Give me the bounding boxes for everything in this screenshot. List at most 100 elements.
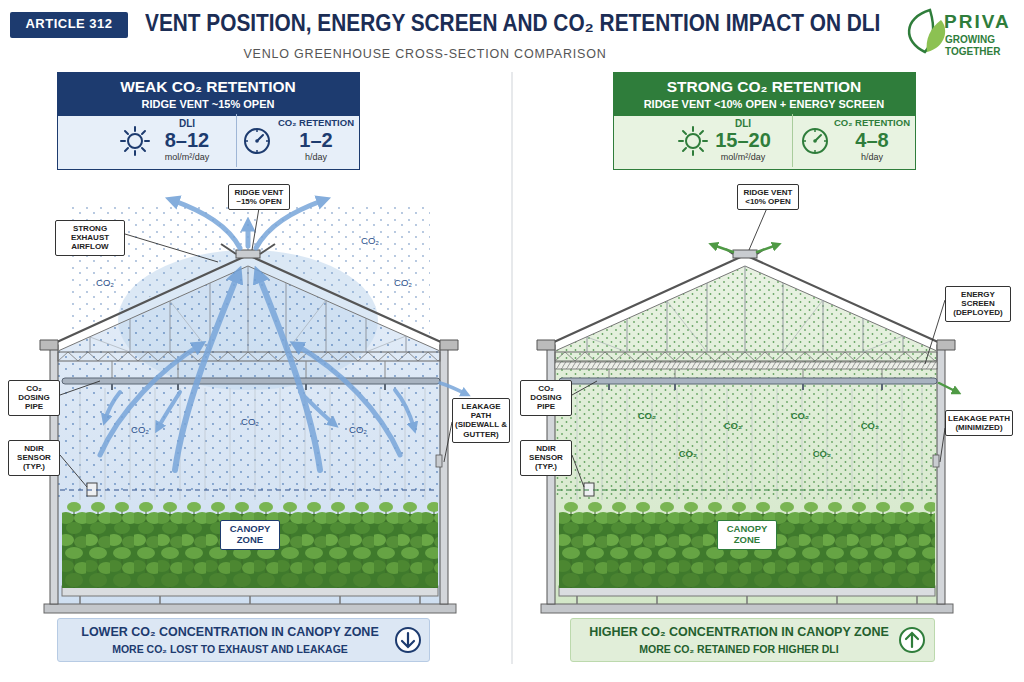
stat-cell: DLI8–12mol/m²/day: [58, 114, 236, 167]
co2-label: CO₂: [717, 421, 749, 432]
callout-box: LEAKAGE PATH (MINIMIZED): [945, 410, 1013, 436]
path-shape: [402, 633, 414, 647]
co2-label: CO₂: [854, 421, 886, 432]
node-text: ENERGY SCREEN (DEPLOYED): [948, 290, 1008, 318]
co2-label: CO₂: [124, 425, 156, 436]
node-text: RIDGE VENT ~15% OPEN: [231, 188, 287, 206]
node-text: CO₂ DOSING PIPE: [11, 384, 57, 412]
node-text: ARTICLE 312: [10, 17, 128, 32]
node-text: mol/m²/day: [712, 152, 774, 162]
path-shape: [258, 274, 320, 470]
path-shape: [296, 345, 400, 455]
small-airflow-arrows: [713, 245, 957, 392]
path-shape: [757, 245, 777, 252]
panel-divider: [512, 72, 513, 664]
node-text: RIDGE VENT <10% OPEN: [740, 188, 796, 206]
co2-label: CO₂: [784, 411, 816, 422]
scenario-header: STRONG CO₂ RETENTION RIDGE VENT <10% OPEN…: [613, 72, 916, 170]
use-shape: [679, 127, 707, 155]
leader-lines: [60, 208, 945, 487]
node-text: LEAKAGE PATH (MINIMIZED): [948, 414, 1010, 432]
path-shape: [175, 274, 238, 470]
path-shape: [939, 383, 957, 392]
node-text: NDIR SENSOR (TYP.): [11, 444, 57, 472]
node-text: HIGHER CO₂ CONCENTRATION IN CANOPY ZONE: [579, 625, 899, 639]
path-shape: [440, 383, 466, 394]
co2-label: CO₂: [806, 449, 838, 460]
node-text: CO₂ RETENTION: [277, 118, 355, 129]
node-text: MORE CO₂ LOST TO EXHAUST AND LEAKAGE: [66, 643, 394, 655]
callout-box: CO₂ DOSING PIPE: [8, 380, 60, 416]
node-text: mol/m²/day: [156, 152, 218, 162]
node-text: CO₂ RETENTION: [833, 118, 911, 129]
path-shape: [246, 224, 251, 246]
use-shape: [537, 250, 955, 613]
line-shape: [557, 489, 933, 490]
use-shape: [245, 129, 269, 153]
path-shape: [906, 633, 918, 647]
node-text: CANOPY ZONE: [223, 524, 277, 546]
circle-shape: [396, 628, 420, 652]
node-text: CANOPY ZONE: [720, 524, 774, 546]
title: VENT POSITION, ENERGY SCREEN AND CO₂ RET…: [145, 10, 810, 36]
zone-label: CANOPY ZONE: [220, 520, 280, 550]
path-shape: [927, 20, 946, 52]
summary-banner: HIGHER CO₂ CONCENTRATION IN CANOPY ZONE M…: [570, 618, 935, 662]
use-shape: [803, 129, 827, 153]
line-shape: [60, 489, 436, 490]
article-badge: ARTICLE 312: [10, 12, 128, 38]
brand-tagline: GROWING TOGETHER: [945, 34, 1017, 57]
callout-box: STRONG EXHAUST AIRFLOW: [55, 220, 125, 256]
node-text: h/day: [833, 152, 911, 162]
co2-label: CO₂: [387, 278, 419, 289]
scenario-header: WEAK CO₂ RETENTION RIDGE VENT ~15% OPEN DL…: [57, 72, 360, 170]
node-text: h/day: [277, 152, 355, 162]
co2-label: CO₂: [234, 417, 266, 428]
use-shape: [40, 250, 458, 613]
node-text: DLI: [712, 118, 774, 130]
node-text: LEAKAGE PATH (SIDEWALL & GUTTER): [455, 402, 507, 439]
priva-logo: [909, 10, 945, 52]
node-text: RIDGE VENT ~15% OPEN: [58, 98, 358, 111]
callout-box: ENERGY SCREEN (DEPLOYED): [945, 286, 1011, 322]
co2-label: CO₂: [631, 411, 663, 422]
path-shape: [395, 390, 414, 428]
path-shape: [105, 392, 120, 420]
path-shape: [158, 392, 180, 428]
co2-label: CO₂: [342, 425, 374, 436]
node-text: CO₂ DOSING PIPE: [523, 384, 569, 412]
node-text: WEAK CO₂ RETENTION: [58, 78, 358, 96]
up-arrow-icon: [900, 628, 924, 652]
node-text: 4–8: [833, 129, 911, 152]
zone-label: CANOPY ZONE: [717, 520, 777, 550]
stat-cell: DLI15–20mol/m²/day: [614, 114, 792, 167]
node-text: STRONG EXHAUST AIRFLOW: [58, 224, 122, 252]
callout-box: NDIR SENSOR (TYP.): [8, 440, 60, 476]
node-text: DLI: [156, 118, 218, 130]
callout-box: RIDGE VENT <10% OPEN: [737, 184, 799, 210]
path-shape: [713, 245, 733, 252]
airflow-arrows: [100, 200, 466, 470]
callout-box: NDIR SENSOR (TYP.): [520, 440, 572, 476]
node-text: 8–12: [156, 129, 218, 152]
circle-shape: [900, 628, 924, 652]
node-text: RIDGE VENT <10% OPEN + ENERGY SCREEN: [614, 98, 914, 111]
subtitle: VENLO GREENHOUSE CROSS-SECTION COMPARISO…: [180, 47, 670, 61]
path-shape: [300, 392, 334, 424]
node-text: NDIR SENSOR (TYP.): [523, 444, 569, 472]
node-text: 1–2: [277, 129, 355, 152]
node-text: MORE CO₂ RETAINED FOR HIGHER DLI: [579, 643, 899, 655]
path-shape: [100, 345, 200, 455]
node-text: 15–20: [712, 129, 774, 152]
node-text: STRONG CO₂ RETENTION: [614, 78, 914, 96]
down-arrow-icon: [396, 628, 420, 652]
co2-label: CO₂: [89, 278, 121, 289]
callout-box: CO₂ DOSING PIPE: [520, 380, 572, 416]
use-shape: [121, 127, 149, 155]
callout-box: RIDGE VENT ~15% OPEN: [228, 184, 290, 210]
node-text: LOWER CO₂ CONCENTRATION IN CANOPY ZONE: [66, 625, 394, 639]
stat-cell: CO₂ RETENTION1–2h/day: [236, 114, 358, 167]
brand-name: PRIVA: [944, 11, 1022, 33]
